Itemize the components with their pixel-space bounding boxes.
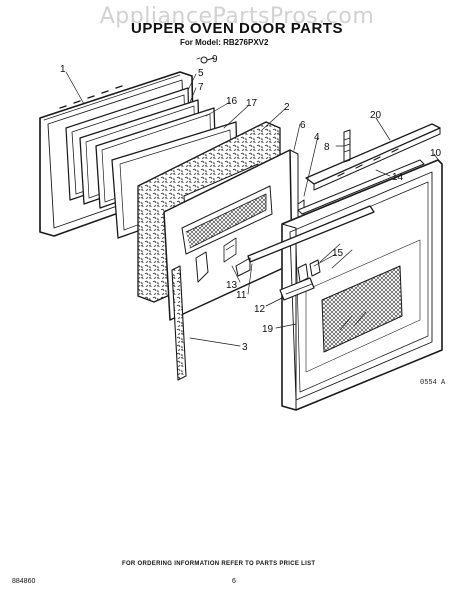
callout-16: 16	[226, 96, 238, 107]
document-code: 884860	[12, 578, 36, 585]
callout-17: 17	[246, 98, 258, 109]
callout-15: 15	[332, 248, 344, 259]
part-6-inner-door-liner	[163, 149, 299, 321]
ordering-info-note: FOR ORDERING INFORMATION REFER TO PARTS …	[122, 561, 316, 567]
part-14-trim-channel	[297, 159, 425, 215]
callout-3: 3	[242, 342, 248, 353]
part-3-gasket-strip	[171, 265, 187, 381]
callout-10: 10	[430, 148, 442, 159]
part-20-top-rail	[305, 123, 441, 191]
callout-12: 12	[254, 304, 266, 315]
part-8-screw	[343, 129, 351, 163]
callout-8: 8	[324, 142, 330, 153]
diagram-title: UPPER OVEN DOOR PARTS	[131, 20, 343, 37]
callout-20: 20	[370, 110, 382, 121]
callout-7: 7	[198, 82, 204, 93]
leader-lines	[65, 57, 441, 347]
callout-2: 2	[284, 102, 290, 113]
callout-9: 9	[212, 54, 218, 65]
part-13-bracket	[195, 251, 209, 283]
part-15-hinge-clip	[297, 259, 321, 283]
part-19-outer-door-frame	[281, 159, 443, 411]
callout-13: 13	[226, 280, 238, 291]
callout-4: 4	[314, 132, 320, 143]
callout-14: 14	[392, 172, 404, 183]
page-number: 6	[232, 578, 236, 585]
callout-5: 5	[198, 68, 204, 79]
model-subtitle: For Model: RB276PXV2	[180, 38, 269, 47]
callout-11: 11	[236, 290, 247, 301]
diagram-code: 0554 A	[420, 379, 446, 387]
callout-19: 19	[262, 324, 274, 335]
callout-1: 1	[60, 64, 66, 75]
watermark: AppliancePartsPros.com	[99, 4, 375, 29]
callout-6: 6	[300, 120, 306, 131]
part-9-small-screw	[200, 56, 215, 64]
